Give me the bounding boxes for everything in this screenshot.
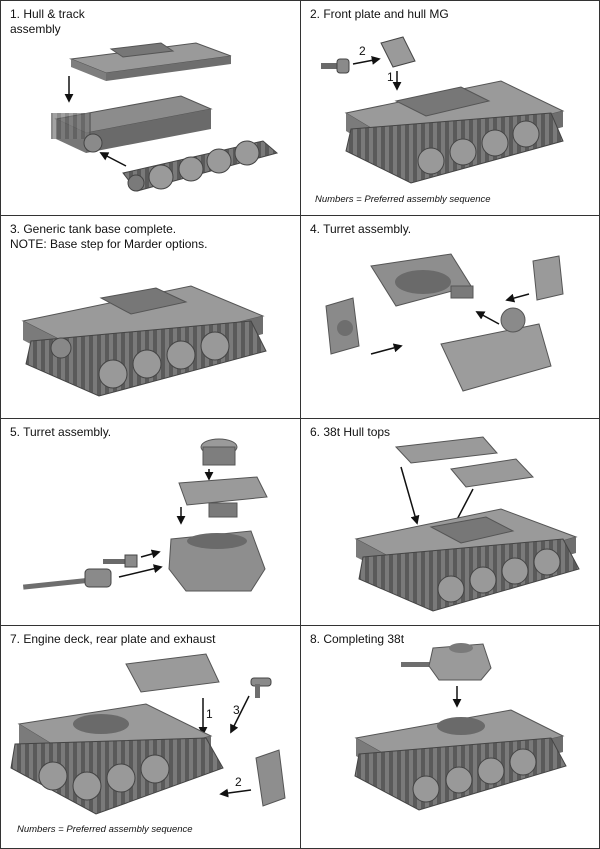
hull-top-rear-part — [450, 458, 535, 488]
sequence-note: Numbers = Preferred assembly sequence — [315, 194, 491, 205]
front-plate-part — [380, 36, 416, 68]
step-5-caption: 5. Turret assembly. — [10, 425, 112, 439]
turret-body-part — [440, 307, 552, 392]
sequence-note: Numbers = Preferred assembly sequence — [17, 824, 193, 835]
assembly-arrow — [370, 343, 403, 355]
turret-ring-part — [370, 253, 474, 307]
step-4-illustration — [325, 253, 564, 392]
cupola-part — [200, 438, 238, 466]
step-7-caption: 7. Engine deck, rear plate and exhaust — [10, 632, 216, 646]
step-5-panel: 5. Turret assembly. — [1, 419, 301, 626]
track-wheels-part — [122, 140, 279, 192]
step-8-caption: 8. Completing 38t — [310, 632, 405, 646]
hull-lower-part — [51, 95, 213, 153]
assembly-arrow — [230, 695, 250, 734]
step-4-caption: 4. Turret assembly. — [310, 222, 412, 236]
step-6-illustration — [354, 436, 580, 612]
turret-mantlet-part — [325, 297, 360, 355]
tank-base-complete — [21, 285, 267, 397]
engine-deck-part — [125, 653, 220, 693]
step-8-panel: 8. Completing 38t — [301, 626, 599, 848]
coax-mg-part — [103, 554, 138, 568]
step-6-caption: 6. 38t Hull tops — [310, 425, 391, 439]
tank-hull-assembled — [344, 80, 565, 184]
step-4-panel: 4. Turret assembly. — [301, 216, 599, 419]
turret-lower-part — [168, 530, 266, 592]
step-5-illustration — [22, 438, 268, 592]
step-1-caption: 1. Hull & track assembly — [10, 7, 85, 36]
step-7-illustration: 1 3 2 — [10, 653, 286, 815]
turret-roof-part — [178, 476, 268, 518]
step-1-panel: 1. Hull & track assembly — [1, 1, 301, 216]
step-3-caption: 3. Generic tank base complete. NOTE: Bas… — [10, 222, 208, 251]
step-1-illustration — [51, 42, 279, 192]
sequence-number: 1 — [206, 707, 213, 721]
sequence-number: 3 — [233, 703, 240, 717]
assembly-arrow — [140, 549, 161, 559]
step-2-illustration: 2 1 — [321, 36, 565, 184]
hull-top-part — [69, 42, 232, 81]
step-2-panel: 2. Front plate and hull MG 2 1 — [301, 1, 599, 216]
tank-hull-complete — [354, 709, 567, 811]
assembly-arrow — [475, 311, 500, 325]
tank-hull-assembled — [354, 508, 580, 612]
step-2-caption: 2. Front plate and hull MG — [310, 7, 449, 21]
step-3-illustration — [21, 285, 267, 397]
step-8-illustration — [354, 643, 567, 811]
assembly-arrow — [118, 564, 163, 578]
assembly-arrow — [99, 152, 127, 167]
assembly-arrow — [400, 466, 420, 525]
assembly-arrow — [352, 55, 381, 65]
sequence-number: 2 — [359, 44, 366, 58]
assembly-arrow — [505, 293, 530, 303]
turret-rear-part — [532, 255, 564, 301]
turret-assembled-part — [401, 643, 492, 681]
step-3-panel: 3. Generic tank base complete. NOTE: Bas… — [1, 216, 301, 419]
step-6-panel: 6. 38t Hull tops — [301, 419, 599, 626]
assembly-arrow — [219, 788, 252, 798]
hull-mg-part — [321, 58, 350, 74]
sequence-number: 2 — [235, 775, 242, 789]
main-gun-part — [22, 568, 112, 590]
exhaust-part — [250, 677, 272, 698]
hull-top-front-part — [394, 436, 499, 464]
step-7-panel: 7. Engine deck, rear plate and exhaust 1… — [1, 626, 301, 848]
rear-plate-part — [255, 749, 286, 807]
sequence-number: 1 — [387, 70, 394, 84]
tank-with-turret — [10, 703, 224, 815]
